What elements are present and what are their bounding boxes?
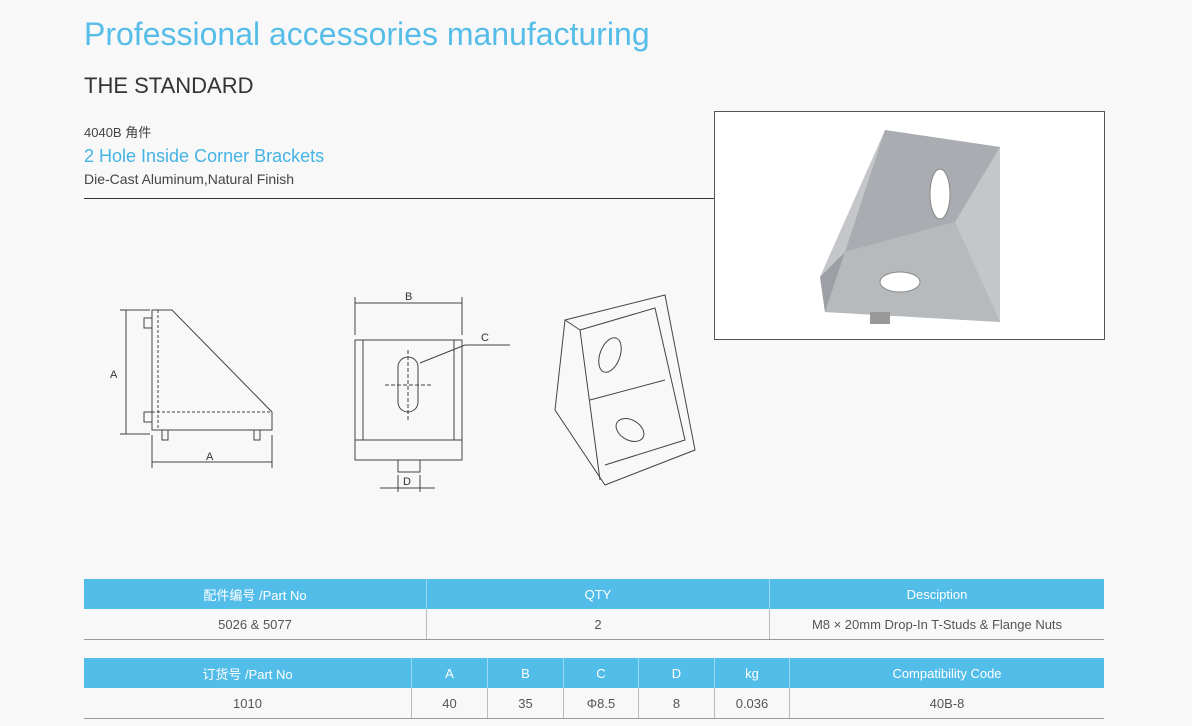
product-code: 4040B 角件	[84, 125, 152, 140]
col-description: Desciption	[769, 579, 1104, 609]
col-d: D	[638, 658, 715, 688]
dim-b: B	[405, 291, 412, 303]
dim-c: C	[481, 332, 489, 344]
dim-d: D	[403, 476, 411, 488]
col-c: C	[563, 658, 639, 688]
cell-c: Φ8.5	[563, 688, 639, 719]
side-view-drawing: A A	[110, 309, 273, 468]
col-order-part-no: 订货号 /Part No	[84, 658, 412, 688]
col-qty: QTY	[426, 579, 770, 609]
accessories-table: 配件编号 /Part No QTY Desciption 5026 & 5077…	[84, 579, 1104, 640]
cell-order-part-no: 1010	[84, 688, 412, 719]
cell-compat-code: 40B-8	[789, 688, 1104, 719]
cell-a: 40	[411, 688, 488, 719]
product-material: Die-Cast Aluminum,Natural Finish	[84, 171, 295, 187]
cell-description: M8 × 20mm Drop-In T-Studs & Flange Nuts	[769, 609, 1104, 640]
section-subtitle: THE STANDARD	[84, 73, 254, 98]
front-view-drawing: B C D	[354, 291, 510, 492]
product-photo	[714, 111, 1105, 340]
table-row: 1010 40 35 Φ8.5 8 0.036 40B-8	[84, 688, 1104, 719]
table-row: 5026 & 5077 2 M8 × 20mm Drop-In T-Studs …	[84, 609, 1104, 640]
isometric-view-drawing	[554, 294, 696, 486]
cell-b: 35	[487, 688, 564, 719]
bracket-photo-image	[820, 130, 1000, 324]
col-b: B	[487, 658, 564, 688]
dim-a-side: A	[110, 369, 118, 381]
order-table: 订货号 /Part No A B C D kg Compatibility Co…	[84, 658, 1104, 719]
dim-a-bottom: A	[206, 451, 214, 463]
col-compat-code: Compatibility Code	[789, 658, 1104, 688]
cell-d: 8	[638, 688, 715, 719]
product-name: 2 Hole Inside Corner Brackets	[84, 146, 325, 166]
col-part-no: 配件编号 /Part No	[84, 579, 427, 609]
cell-part-no: 5026 & 5077	[84, 609, 427, 640]
col-a: A	[411, 658, 488, 688]
cell-qty: 2	[426, 609, 770, 640]
divider	[84, 198, 714, 199]
cell-kg: 0.036	[714, 688, 790, 719]
page-title: Professional accessories manufacturing	[84, 16, 650, 52]
col-kg: kg	[714, 658, 790, 688]
